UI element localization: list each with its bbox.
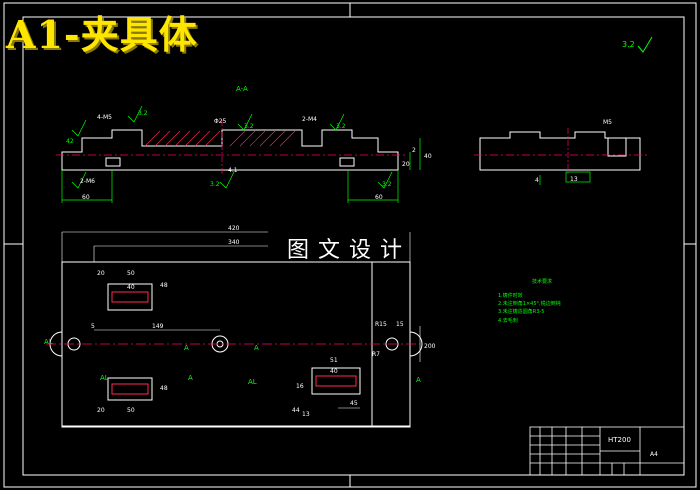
tech-line: 4.去毛刺 (498, 317, 518, 324)
dim-label: 340 (228, 239, 240, 246)
dim-label: 149 (152, 323, 164, 330)
dim-label: 40 (330, 368, 338, 375)
dim-label: 3.2 (244, 123, 254, 130)
tech-line: 1.铸件时效 (498, 292, 523, 299)
plan-dim-labels: 420 340 20 50 40 48 20 50 48 5 149 R15 1… (91, 225, 436, 418)
tech-heading: 技术要求 (532, 278, 552, 285)
roughness-corner-label: 3.2 (622, 40, 635, 49)
dim-label: 40 (424, 153, 432, 160)
dim-label: 42 (66, 138, 74, 145)
dim-label: 20 (97, 407, 105, 414)
dim-label: 420 (228, 225, 240, 232)
dim-label: 45 (350, 400, 358, 407)
dim-label: Φ25 (214, 118, 227, 125)
tech-line: 3.未注铸造圆角R3-5 (498, 308, 544, 315)
drawing-title: A1-夹具体 (6, 12, 198, 57)
dim-label: 50 (127, 270, 135, 277)
side-view (474, 128, 648, 185)
section-dimensions (61, 105, 421, 203)
plan-dimensions (61, 231, 421, 409)
roughness-symbol-corner: 3.2 (622, 36, 653, 53)
section-mark: A (188, 374, 193, 382)
section-label: A-A (236, 85, 248, 93)
dim-label: 4 (535, 177, 539, 184)
dim-label: R7 (372, 351, 380, 358)
tech-line: 2.未注倒角1×45°,锐边倒钝 (498, 300, 561, 307)
dim-label: 13 (570, 176, 578, 183)
dim-label: 200 (424, 343, 436, 350)
brand-watermark: 图文设计 (287, 238, 412, 263)
dim-label: 5 (91, 323, 95, 330)
dim-label: 20 (97, 270, 105, 277)
dim-label: 4.1 (228, 167, 238, 174)
section-mark: AL (248, 378, 257, 386)
sheet-border-inner (22, 16, 685, 476)
dim-label: 40 (127, 284, 135, 291)
dim-label: 2-M6 (80, 178, 95, 185)
dim-label: 2 (412, 147, 416, 154)
dim-label: 3.2 (210, 181, 220, 188)
dim-label: 16 (296, 383, 304, 390)
dim-label: 13 (302, 411, 310, 418)
dim-label: 44 (292, 407, 300, 414)
dim-label: 20 (402, 161, 410, 168)
plan-view (46, 261, 423, 428)
side-view-labels: M5 4 13 (535, 119, 612, 184)
title-block-scale: A4 (650, 451, 658, 458)
dim-label: 15 (396, 321, 404, 328)
dim-label: 3.2 (138, 110, 148, 117)
section-mark: A (254, 344, 259, 352)
dim-label: 60 (375, 194, 383, 201)
title-block-material: HT200 (608, 436, 631, 444)
dim-label: 3.2 (336, 123, 346, 130)
dim-label: 2-M4 (302, 116, 317, 123)
section-mark: AL (44, 338, 53, 346)
section-view (56, 120, 405, 175)
title-block (529, 426, 685, 476)
section-dim-labels: 4-M5 3.2 3.2 Φ25 2-M4 3.2 42 2-M6 60 4.1… (66, 110, 432, 201)
dim-label: R15 (375, 321, 387, 328)
section-mark: A (416, 376, 421, 384)
dim-label: 48 (160, 282, 168, 289)
tech-requirements: 技术要求 1.铸件时效 2.未注倒角1×45°,锐边倒钝 3.未注铸造圆角R3-… (498, 278, 561, 324)
dim-label: 60 (82, 194, 90, 201)
dim-label: 4-M5 (97, 114, 112, 121)
section-mark: A (184, 344, 189, 352)
section-mark: AL (100, 374, 109, 382)
dim-label: 51 (330, 357, 338, 364)
centering-marks (4, 3, 696, 487)
dim-label: 3.2 (382, 181, 392, 188)
section-hatch (144, 130, 296, 147)
section-marks: AL A A A AL A AL (44, 338, 421, 386)
dim-label: 50 (127, 407, 135, 414)
dim-label: M5 (603, 119, 612, 126)
dim-label: 48 (160, 385, 168, 392)
